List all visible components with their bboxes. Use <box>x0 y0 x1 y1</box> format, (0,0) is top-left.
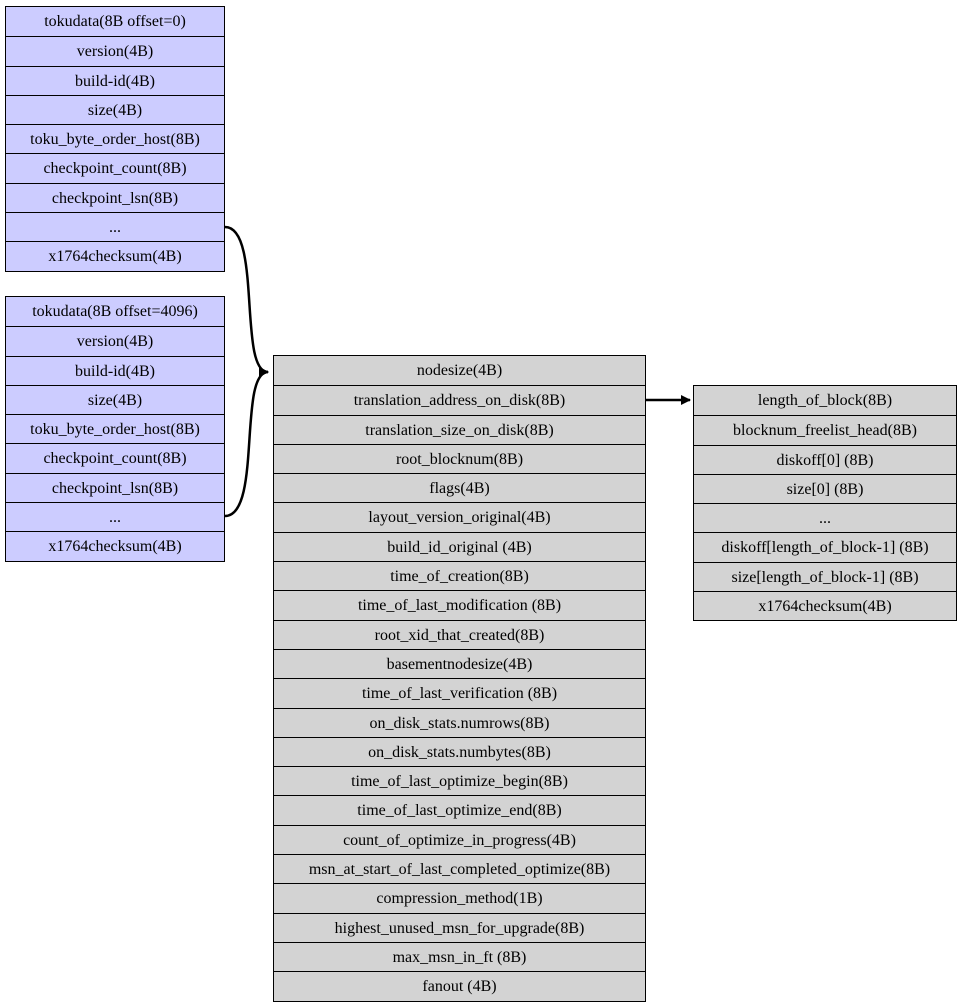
field-build-id-original: build_id_original (4B) <box>274 531 645 561</box>
field-fanout: fanout (4B) <box>274 971 645 1000</box>
field-time-of-last-verification: time_of_last_verification (8B) <box>274 678 645 707</box>
field-checkpoint-count: checkpoint_count(8B) <box>6 443 224 472</box>
field-checksum: x1764checksum(4B) <box>6 241 224 270</box>
field-max-msn: max_msn_in_ft (8B) <box>274 941 645 971</box>
field-checkpoint-count: checkpoint_count(8B) <box>6 153 224 182</box>
field-optimize-begin: time_of_last_optimize_begin(8B) <box>274 766 645 795</box>
field-version: version(4B) <box>6 36 224 65</box>
field-size: size(4B) <box>6 384 224 414</box>
field-optimize-end: time_of_last_optimize_end(8B) <box>274 795 645 824</box>
field-ellipsis-port: ... <box>6 212 224 241</box>
field-translation-address: translation_address_on_disk(8B) <box>274 385 645 414</box>
header-copy-1: tokudata(8B offset=4096) version(4B) bui… <box>5 296 225 562</box>
block-table-record: length_of_block(8B) blocknum_freelist_he… <box>693 385 957 622</box>
field-byte-order: toku_byte_order_host(8B) <box>6 124 224 153</box>
field-translation-size: translation_size_on_disk(8B) <box>274 414 645 444</box>
field-diskoff-last: diskoff[length_of_block-1] (8B) <box>694 532 956 561</box>
field-size-last: size[length_of_block-1] (8B) <box>694 561 956 591</box>
field-size-0: size[0] (8B) <box>694 473 956 503</box>
field-numbytes: on_disk_stats.numbytes(8B) <box>274 736 645 766</box>
field-build-id: build-id(4B) <box>6 355 224 385</box>
field-length-of-block: length_of_block(8B) <box>757 392 893 409</box>
field-layout-version-original: layout_version_original(4B) <box>274 502 645 531</box>
field-byte-order: toku_byte_order_host(8B) <box>6 414 224 443</box>
field-diskoff-0: diskoff[0] (8B) <box>694 444 956 474</box>
edge-header0-to-ft-header <box>224 225 269 377</box>
field-ellipsis-port: ... <box>6 502 224 531</box>
field-ellipsis: ... <box>694 503 956 532</box>
field-flags: flags(4B) <box>274 473 645 502</box>
field-nodesize: nodesize(4B) <box>416 362 503 379</box>
field-optimize-in-progress: count_of_optimize_in_progress(4B) <box>274 824 645 854</box>
field-checksum: x1764checksum(4B) <box>6 531 224 560</box>
field-checkpoint-lsn: checkpoint_lsn(8B) <box>6 182 224 212</box>
field-checksum: x1764checksum(4B) <box>694 591 956 620</box>
field-version: version(4B) <box>6 326 224 355</box>
field-tokudata: tokudata(8B offset=0) <box>44 13 186 30</box>
header-copy-0: tokudata(8B offset=0) version(4B) build-… <box>5 6 225 272</box>
field-build-id: build-id(4B) <box>6 65 224 95</box>
field-root-blocknum: root_blocknum(8B) <box>274 443 645 473</box>
field-freelist-head: blocknum_freelist_head(8B) <box>694 415 956 444</box>
field-time-of-creation: time_of_creation(8B) <box>274 561 645 590</box>
field-time-of-last-modification: time_of_last_modification (8B) <box>274 590 645 619</box>
field-highest-unused-msn: highest_unused_msn_for_upgrade(8B) <box>274 912 645 942</box>
field-tokudata: tokudata(8B offset=4096) <box>32 303 198 320</box>
field-basementnodesize: basementnodesize(4B) <box>274 648 645 678</box>
edge-header1-to-ft-header <box>224 367 269 518</box>
field-size: size(4B) <box>6 94 224 124</box>
field-compression-method: compression_method(1B) <box>274 883 645 912</box>
field-numrows: on_disk_stats.numrows(8B) <box>274 707 645 737</box>
ft-header-record: nodesize(4B) translation_address_on_disk… <box>273 355 646 1002</box>
field-root-xid: root_xid_that_created(8B) <box>274 619 645 649</box>
field-checkpoint-lsn: checkpoint_lsn(8B) <box>6 472 224 502</box>
field-msn-at-start: msn_at_start_of_last_completed_optimize(… <box>274 854 645 883</box>
